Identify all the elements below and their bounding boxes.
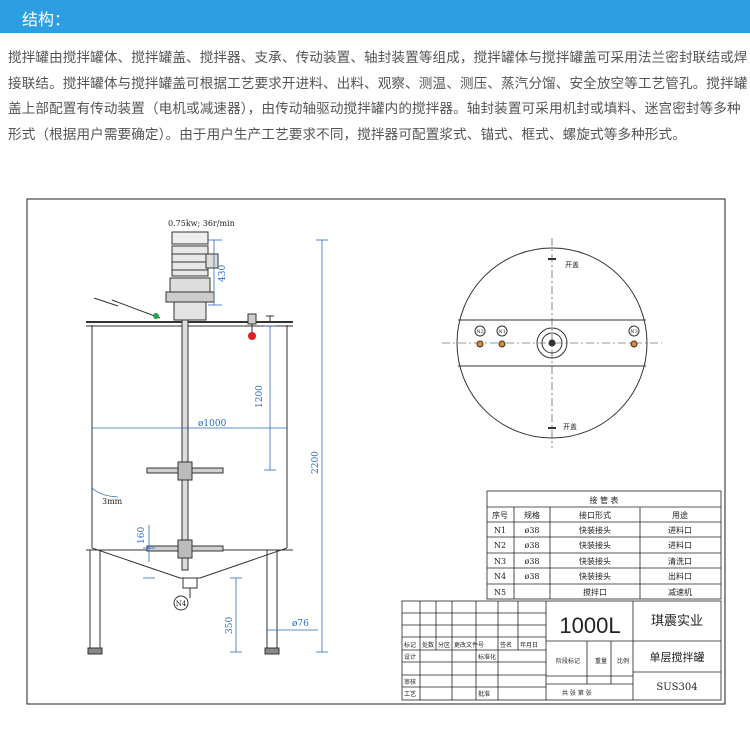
section-header: 结构： bbox=[0, 0, 750, 33]
pipe-row-1-type: 快装接头 bbox=[579, 525, 611, 535]
label-sheets: 共 张 第 张 bbox=[562, 689, 592, 697]
pipe-table-headers: 序号 规格 接口形式 用途 bbox=[492, 510, 688, 520]
label-stage: 阶段标记 bbox=[556, 657, 580, 665]
rev-header-zone: 分区 bbox=[438, 641, 450, 649]
dimension-lines bbox=[91, 239, 328, 653]
intro-paragraph: 搅拌罐由搅拌罐体、搅拌罐盖、搅拌器、支承、传动装置、轴封装置等组成，搅拌罐体与搅… bbox=[8, 50, 748, 143]
dim-motor-height: 430 bbox=[218, 265, 228, 282]
title-company: 琪震实业 bbox=[651, 614, 703, 629]
pipe-row-4-id: N4 bbox=[494, 572, 506, 581]
pipe-row-3-spec: ø38 bbox=[525, 557, 540, 566]
pipe-row-4-type: 快装接头 bbox=[579, 571, 611, 581]
pipe-row-5-id: N5 bbox=[494, 588, 506, 597]
label-review: 审核 bbox=[404, 678, 416, 686]
motor-spec: 0.75kw; 36r/min bbox=[168, 219, 235, 228]
title-material: SUS304 bbox=[656, 682, 697, 693]
label-standard: 标准化 bbox=[478, 653, 496, 661]
pipe-row-1-id: N1 bbox=[494, 526, 506, 535]
pipe-row-1-spec: ø38 bbox=[525, 526, 540, 535]
pipe-row-2-spec: ø38 bbox=[525, 541, 540, 550]
pipe-row-1-use: 进料口 bbox=[668, 525, 692, 535]
dim-diameter: ø1000 bbox=[198, 419, 227, 429]
pipe-header-index: 序号 bbox=[492, 510, 508, 520]
pipe-header-spec: 规格 bbox=[524, 510, 540, 520]
label-scale: 比例 bbox=[617, 657, 629, 665]
sight-glass-indicator bbox=[248, 332, 256, 340]
pipe-row-5-type: 搅拌口 bbox=[583, 587, 607, 597]
drawing-frame bbox=[26, 198, 726, 705]
label-approve: 批准 bbox=[478, 690, 490, 698]
nozzle-label-n2: N2 bbox=[476, 329, 484, 335]
title-block bbox=[401, 600, 722, 701]
title-volume: 1000L bbox=[559, 613, 620, 638]
tank-side-view bbox=[86, 231, 293, 655]
pipe-header-type: 接口形式 bbox=[579, 510, 611, 520]
label-weight: 重量 bbox=[595, 657, 607, 665]
section-title: 结构： bbox=[22, 10, 71, 29]
pipe-row-5-use: 减速机 bbox=[668, 587, 692, 597]
pipe-row-3-id: N3 bbox=[494, 557, 506, 566]
open-lid-label-bottom: 开盖 bbox=[563, 422, 577, 431]
rev-header-date: 年月日 bbox=[520, 641, 538, 649]
pipe-header-use: 用途 bbox=[672, 510, 688, 520]
pipe-row-3-use: 清洗口 bbox=[668, 556, 692, 566]
rev-header-count: 处数 bbox=[422, 641, 434, 649]
pipe-row-4-spec: ø38 bbox=[525, 572, 540, 581]
dim-upper-height: 1200 bbox=[255, 385, 265, 408]
top-view-nozzles bbox=[474, 325, 640, 348]
label-design: 设计 bbox=[404, 653, 416, 661]
pipe-table-rows: N1 ø38 快装接头 进料口 N2 ø38 快装接头 进料口 N3 ø38 快… bbox=[494, 525, 692, 597]
pipe-table-title: 接 管 表 bbox=[589, 495, 618, 505]
valve-indicator bbox=[153, 313, 159, 319]
pipe-table bbox=[486, 490, 722, 600]
title-block-labels: 标记 处数 分区 更改文件号 签名 年月日 设计 标准化 阶段标记 重量 比例 … bbox=[404, 641, 629, 698]
title-product: 单层搅拌罐 bbox=[650, 650, 705, 664]
label-process: 工艺 bbox=[404, 690, 416, 698]
pipe-row-2-use: 进料口 bbox=[668, 540, 692, 550]
nozzle-n4-label: N4 bbox=[176, 600, 187, 608]
pipe-row-4-use: 出料口 bbox=[668, 571, 692, 581]
pipe-row-2-id: N2 bbox=[494, 541, 506, 550]
dim-cone-height: 160 bbox=[137, 527, 147, 544]
pipe-row-3-type: 快装接头 bbox=[579, 556, 611, 566]
nozzle-label-n1: N1 bbox=[498, 329, 506, 335]
engineering-drawing: N4 0.75kw; 36r/min 430 1200 2200 ø1000 3… bbox=[26, 198, 726, 705]
nozzle-label-n3: N3 bbox=[630, 329, 638, 335]
dim-wall-thickness: 3mm bbox=[102, 497, 123, 506]
dim-leg-diameter: ø76 bbox=[292, 619, 309, 629]
rev-header-doc: 更改文件号 bbox=[454, 641, 484, 649]
rev-header-sign: 签名 bbox=[500, 641, 512, 649]
dim-total-height: 2200 bbox=[311, 451, 321, 474]
dim-leg-height: 350 bbox=[225, 617, 235, 634]
open-lid-label-top: 开盖 bbox=[565, 260, 579, 269]
rev-header-mark: 标记 bbox=[404, 641, 416, 649]
nozzle-n4-marker bbox=[173, 595, 189, 611]
pipe-row-2-type: 快装接头 bbox=[579, 540, 611, 550]
